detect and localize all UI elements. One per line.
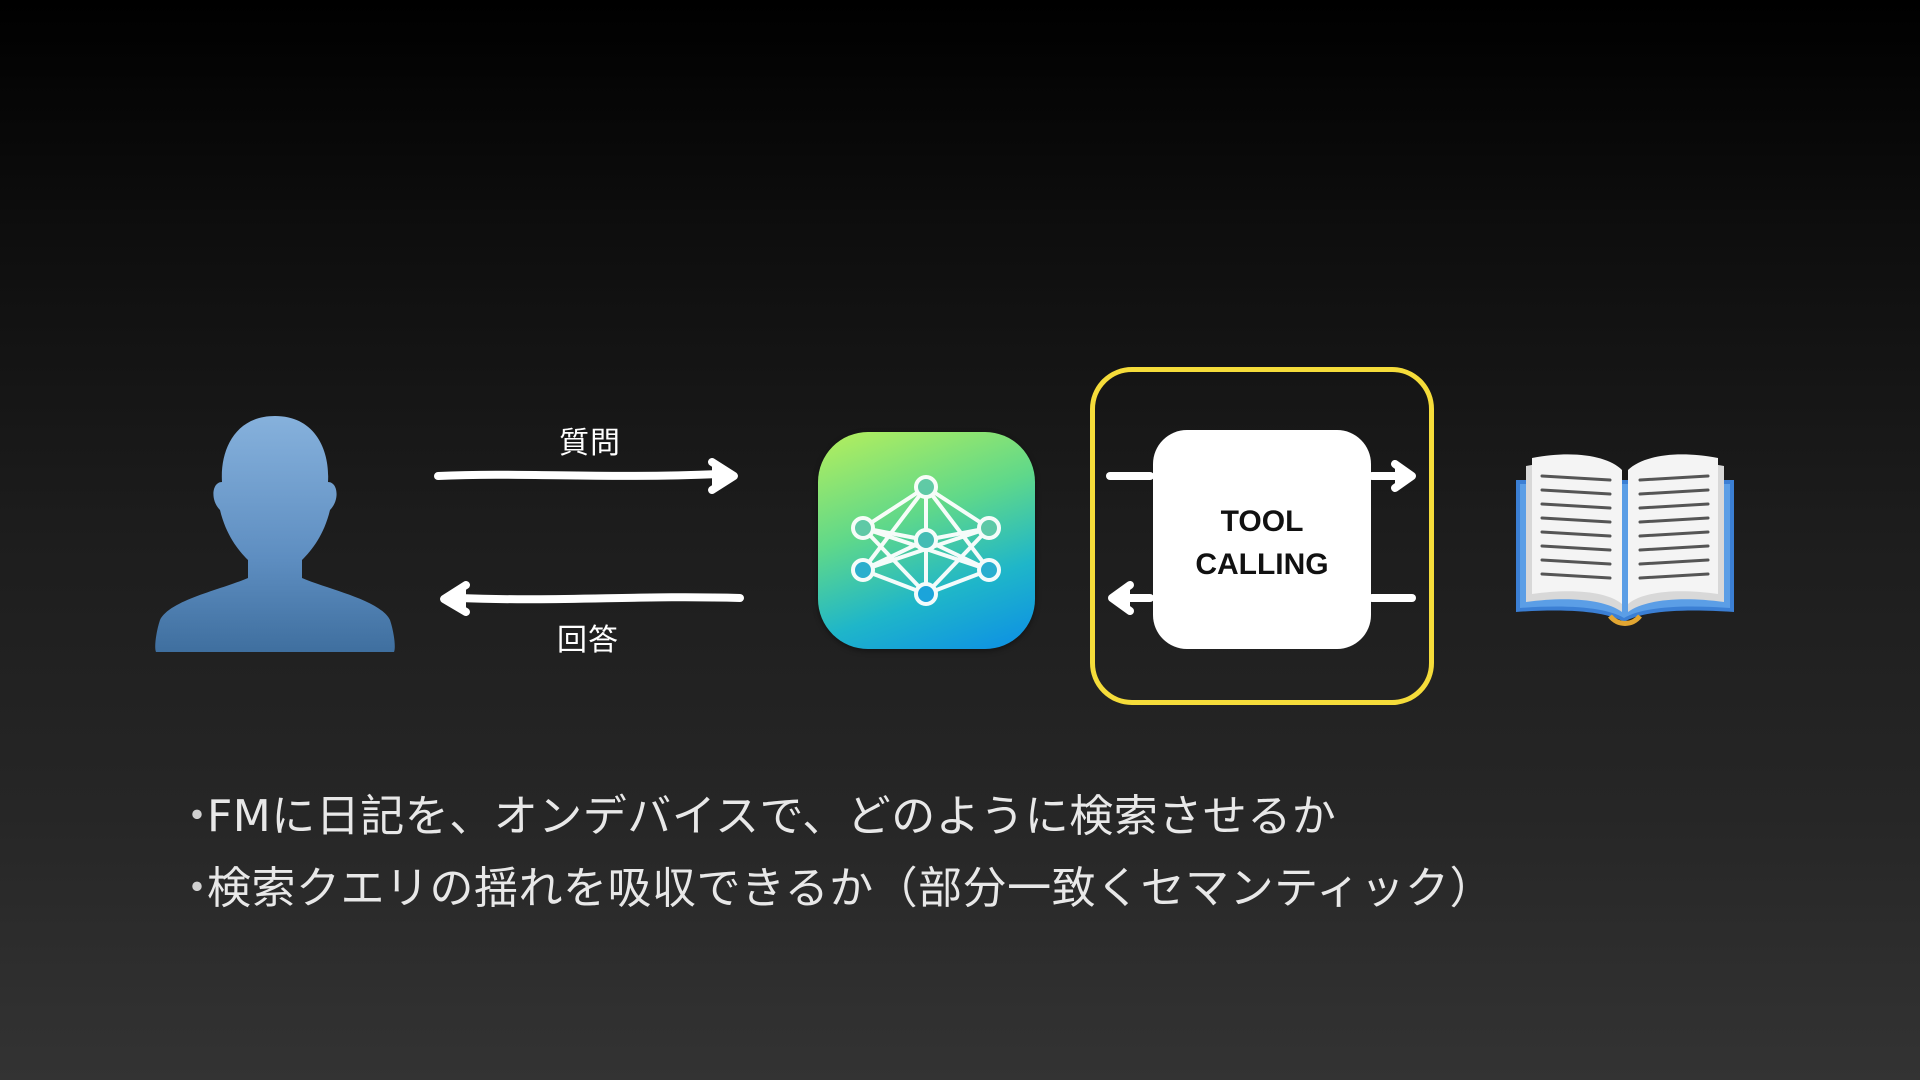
- bullet-marker: ・: [175, 791, 220, 842]
- bullet-text: FMに日記を、オンデバイスで、どのように検索させるか: [207, 791, 1337, 842]
- tool-out-arrow-head: [1391, 460, 1416, 492]
- tool-calling-label: TOOL CALLING: [1195, 505, 1329, 581]
- bullet-text: 検索クエリの揺れを吸収できるか（部分一致くセマンティック）: [207, 863, 1494, 914]
- answer-arrow: [454, 593, 744, 604]
- question-label: 質問: [559, 426, 621, 461]
- open-book-icon: [1510, 440, 1740, 630]
- answer-arrow-head: [440, 581, 470, 616]
- answer-label: 回答: [557, 623, 619, 658]
- neural-network-icon: [818, 432, 1035, 649]
- bullet-item: ・検索クエリの揺れを吸収できるか（部分一致くセマンティック）: [175, 852, 1494, 916]
- question-arrow: [434, 470, 724, 480]
- tool-calling-box: TOOL CALLING: [1153, 430, 1371, 649]
- bullet-item: ・FMに日記を、オンデバイスで、どのように検索させるか: [175, 780, 1336, 844]
- tool-calling-highlight: [1090, 367, 1434, 705]
- user-silhouette-icon: [150, 410, 400, 655]
- bullet-marker: ・: [175, 863, 220, 914]
- question-arrow-head: [708, 458, 738, 494]
- tool-return-arrow-head: [1108, 581, 1134, 615]
